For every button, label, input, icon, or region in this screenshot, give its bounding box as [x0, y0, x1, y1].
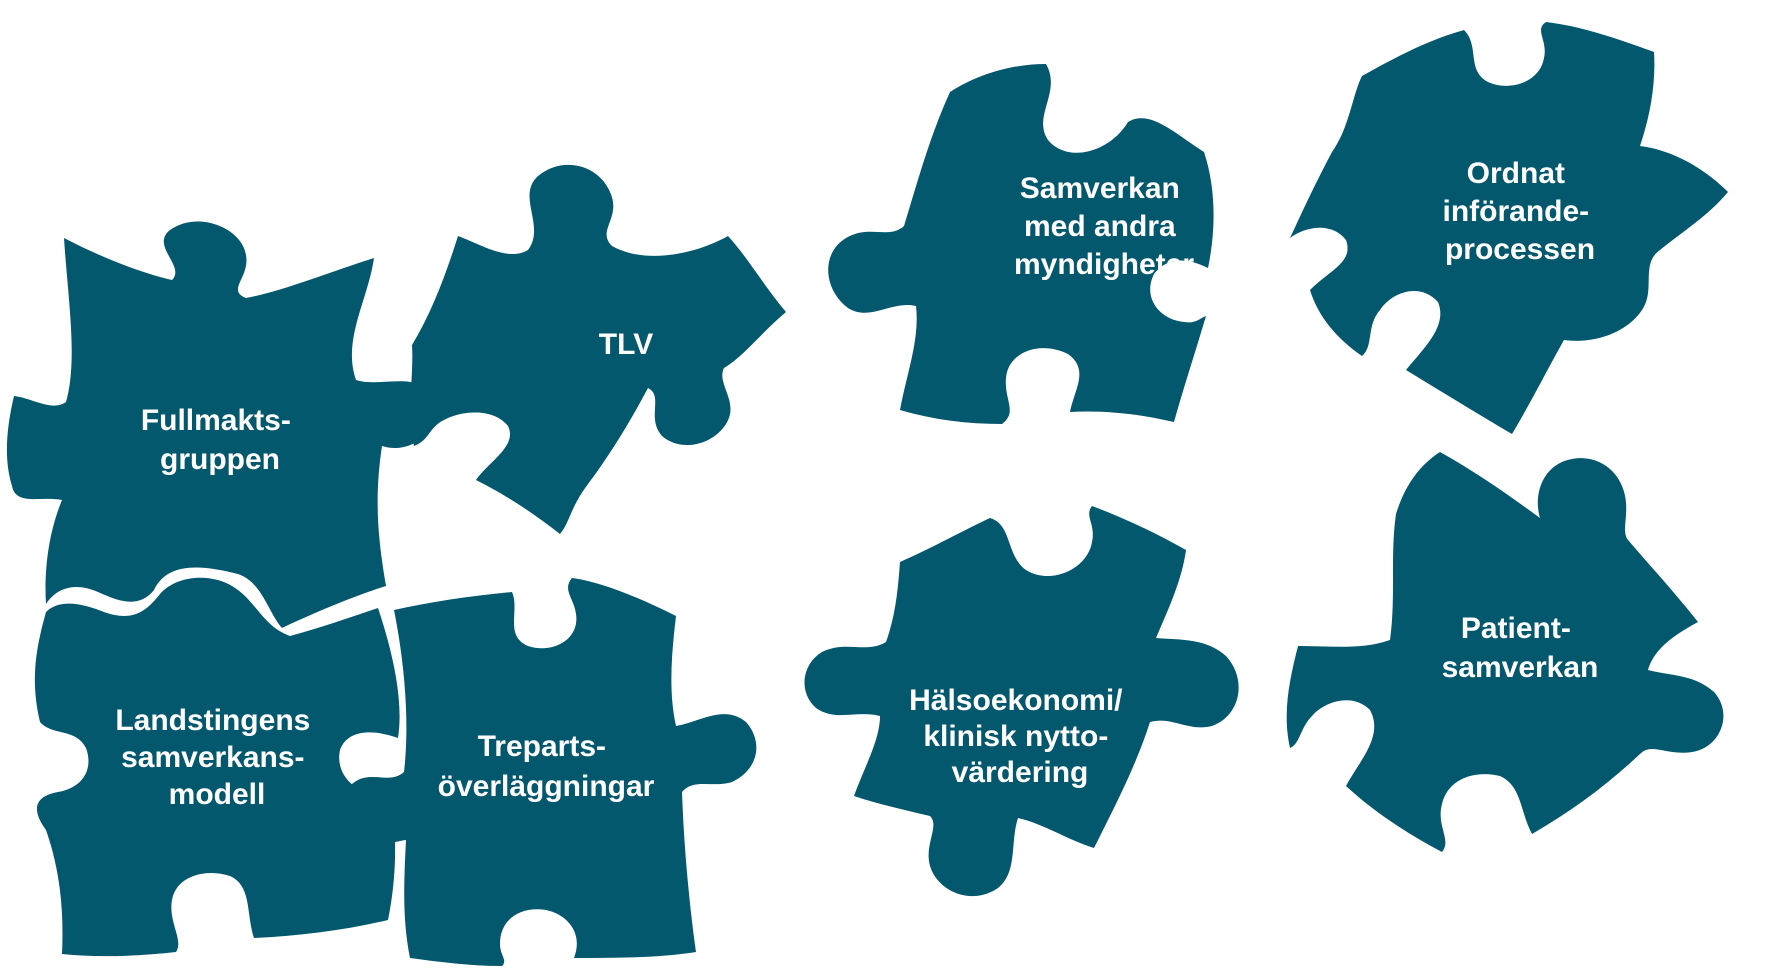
piece-landstingens-shape — [34, 577, 400, 957]
piece-patient-shape — [1286, 452, 1724, 852]
piece-tlv: TLV — [410, 164, 786, 535]
piece-landstingens-line-1: Landstingens — [115, 704, 310, 737]
piece-patient-line-1: Patient- — [1461, 612, 1571, 645]
piece-ordnat: Ordnat införande- processen — [1290, 22, 1728, 434]
piece-fullmaktsgruppen-line-1: Fullmakts- — [141, 404, 291, 437]
piece-ordnat-line-3: processen — [1445, 233, 1595, 266]
piece-landstingens-label: Landstingens samverkans- modell — [115, 704, 318, 811]
piece-halsoekonomi: Hälsoekonomi/ klinisk nytto- värdering — [804, 506, 1239, 897]
piece-halsoekonomi-label: Hälsoekonomi/ klinisk nytto- värdering — [909, 684, 1131, 789]
piece-patient-label: Patient- samverkan — [1442, 612, 1599, 684]
piece-landstingens-line-3: modell — [169, 778, 266, 811]
piece-treparts-shape — [339, 578, 757, 966]
piece-treparts-line-1: Treparts- — [478, 730, 606, 763]
piece-ordnat-line-2: införande- — [1442, 195, 1589, 228]
piece-fullmaktsgruppen-shape — [6, 221, 436, 628]
piece-tlv-label: TLV — [599, 328, 653, 361]
piece-halsoekonomi-shape — [804, 506, 1239, 897]
piece-treparts: Treparts- överläggningar — [339, 578, 757, 966]
piece-halsoekonomi-line-3: värdering — [952, 756, 1089, 789]
piece-treparts-label: Treparts- överläggningar — [438, 730, 655, 803]
piece-tlv-shape — [410, 164, 786, 535]
piece-landstingens: Landstingens samverkans- modell — [34, 577, 400, 957]
piece-halsoekonomi-line-1: Hälsoekonomi/ — [909, 684, 1123, 717]
piece-samverkan-myndigheter-line-1: Samverkan — [1020, 172, 1180, 205]
piece-patient-line-2: samverkan — [1442, 651, 1599, 684]
piece-ordnat-shape — [1290, 22, 1728, 434]
piece-halsoekonomi-line-2: klinisk nytto- — [923, 720, 1108, 753]
piece-samverkan-myndigheter-shape — [828, 64, 1214, 424]
piece-samverkan-myndigheter-label: Samverkan med andra myndigheter — [1014, 172, 1194, 281]
piece-fullmaktsgruppen-line-2: gruppen — [160, 443, 280, 476]
piece-treparts-line-2: överläggningar — [438, 770, 655, 803]
piece-patient: Patient- samverkan — [1286, 452, 1724, 852]
piece-samverkan-myndigheter-line-2: med andra — [1024, 210, 1176, 243]
piece-landstingens-line-2: samverkans- — [121, 741, 304, 774]
piece-fullmaktsgruppen-label: Fullmakts- gruppen — [141, 404, 299, 476]
piece-fullmaktsgruppen: Fullmakts- gruppen — [6, 221, 436, 628]
piece-ordnat-label: Ordnat införande- processen — [1442, 157, 1597, 266]
piece-ordnat-line-1: Ordnat — [1467, 157, 1565, 190]
piece-samverkan-myndigheter: Samverkan med andra myndigheter — [828, 64, 1214, 424]
piece-samverkan-myndigheter-line-3: myndigheter — [1014, 248, 1194, 281]
